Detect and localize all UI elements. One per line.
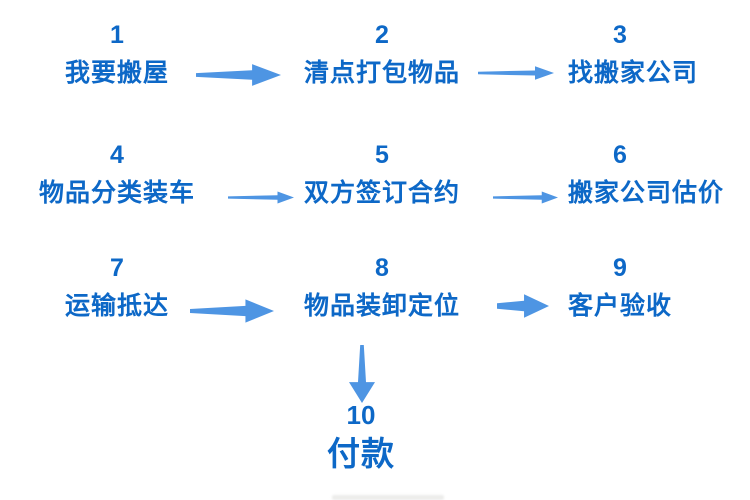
step-4: 4 物品分类装车 — [7, 142, 227, 209]
step-number: 2 — [375, 21, 389, 49]
step-number: 7 — [110, 254, 124, 282]
step-label: 客户验收 — [568, 292, 673, 320]
connector-5-6 — [493, 187, 558, 208]
step-number: 8 — [375, 254, 389, 282]
step-number: 4 — [110, 141, 124, 169]
connector-1-2 — [196, 62, 281, 88]
right-arrow-icon — [190, 299, 274, 323]
connector-8-10 — [346, 345, 378, 403]
step-number: 5 — [375, 141, 389, 169]
step-3: 3 找搬家公司 — [568, 22, 728, 89]
connector-7-8 — [190, 297, 274, 325]
step-label: 我要搬屋 — [64, 59, 169, 87]
step-1: 1 我要搬屋 — [7, 22, 227, 89]
step-10: 10 付款 — [251, 402, 471, 473]
step-8: 8 物品装卸定位 — [272, 255, 492, 322]
step-label: 双方签订合约 — [303, 179, 460, 207]
right-arrow-icon — [478, 66, 554, 80]
step-5: 5 双方签订合约 — [272, 142, 492, 209]
right-arrow-icon — [228, 191, 294, 204]
step-label: 物品分类装车 — [38, 179, 195, 207]
step-9: 9 客户验收 — [568, 255, 728, 322]
step-label: 清点打包物品 — [303, 59, 460, 87]
connector-4-5 — [228, 187, 294, 208]
step-7: 7 运输抵达 — [7, 255, 227, 322]
connector-2-3 — [478, 61, 554, 85]
step-number: 9 — [613, 254, 627, 282]
right-arrow-icon — [196, 64, 281, 86]
right-arrow-icon — [497, 294, 549, 318]
step-label: 运输抵达 — [64, 292, 169, 320]
step-2: 2 清点打包物品 — [272, 22, 492, 89]
down-arrow-icon — [349, 345, 375, 403]
step-number: 3 — [613, 21, 627, 49]
step-label: 搬家公司估价 — [568, 179, 725, 207]
step-number: 10 — [346, 400, 376, 430]
cutoff-artifact — [332, 495, 444, 500]
step-label: 找搬家公司 — [568, 59, 699, 87]
step-label: 付款 — [327, 435, 395, 472]
right-arrow-icon — [493, 191, 558, 204]
step-number: 6 — [613, 141, 627, 169]
step-label: 物品装卸定位 — [303, 292, 460, 320]
step-number: 1 — [110, 21, 124, 49]
connector-8-9 — [497, 293, 549, 319]
step-6: 6 搬家公司估价 — [568, 142, 728, 209]
